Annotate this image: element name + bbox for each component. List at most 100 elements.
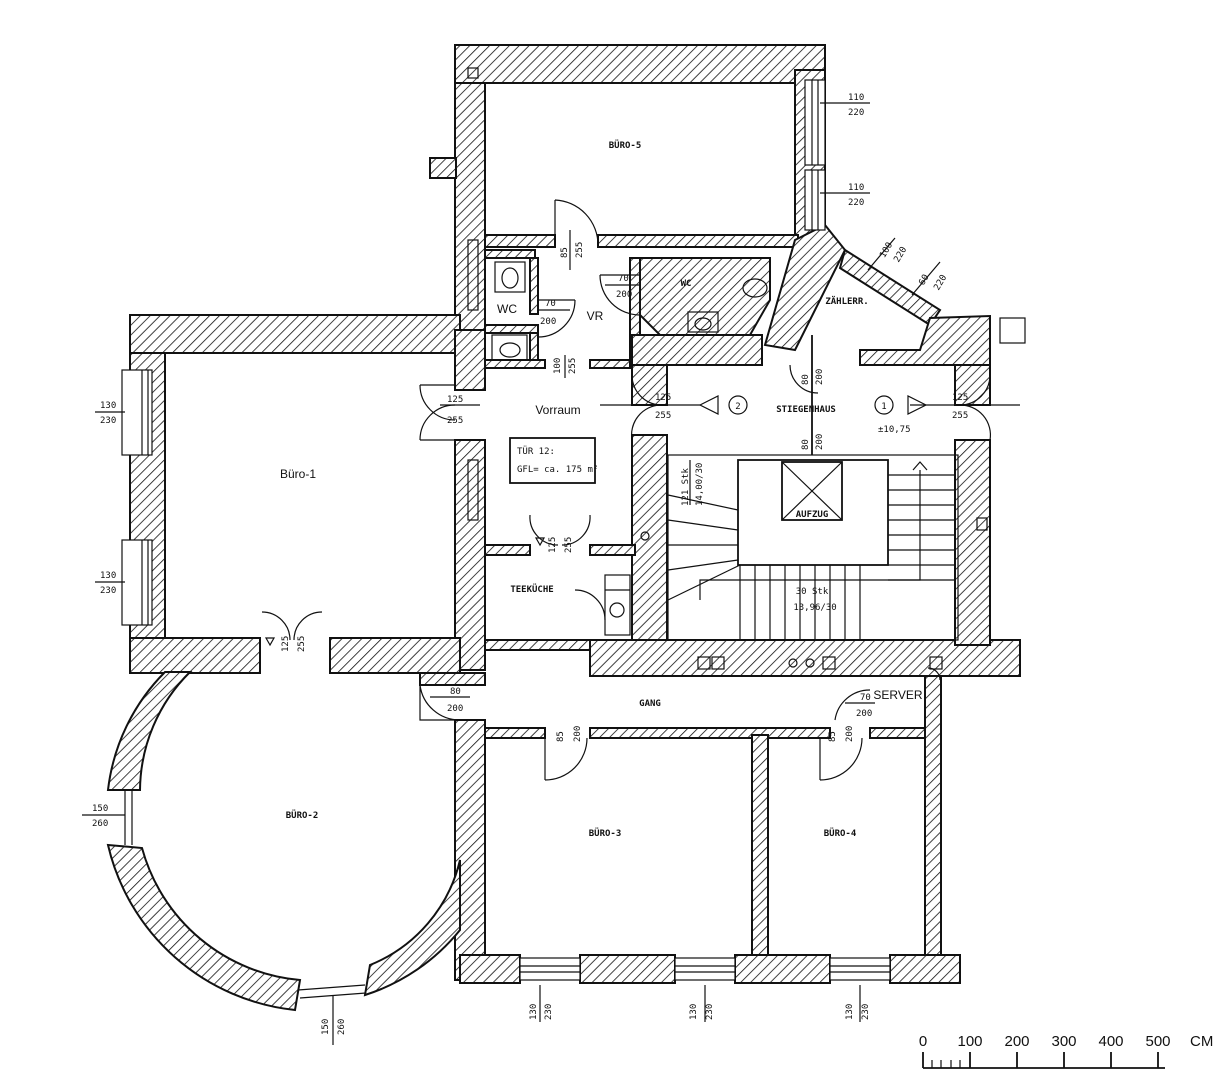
dim-d-b2-bot: 255	[297, 636, 307, 652]
scale-tick-500: 500	[1145, 1033, 1170, 1050]
dim-d-tk-bot: 255	[564, 537, 574, 553]
dim-w5b-bot: 220	[848, 198, 864, 208]
label-aufzug: AUFZUG	[796, 510, 829, 520]
label-teekueche: TEEKÜCHE	[510, 584, 553, 595]
dim-w3b-bot: 230	[705, 1004, 715, 1020]
dim-w2b-bot: 260	[337, 1019, 347, 1035]
wall-buero5-bottom-a	[484, 234, 556, 248]
dim-wz2-bot: 220	[933, 273, 950, 292]
wall-buero2-arc-c	[363, 859, 461, 997]
fixtures	[467, 67, 1026, 670]
label-vr: VR	[587, 309, 604, 323]
dim-w2-top: 150	[92, 804, 108, 814]
windows	[121, 79, 891, 999]
scale-tick-0: 0	[919, 1033, 927, 1050]
wall-vorraum-top	[484, 359, 546, 369]
unit-line1: TÜR 12:	[517, 446, 555, 457]
label-buero1: Büro-1	[280, 467, 316, 481]
dim-w5b-top: 110	[848, 183, 864, 193]
wall-zaehler-right	[859, 314, 991, 366]
dim-d-b1-bot: 255	[447, 416, 463, 426]
dim-d-b1-top: 125	[447, 395, 463, 405]
section-markers	[264, 395, 1020, 647]
dim-d-wcl-bot: 200	[540, 317, 556, 327]
dim-d-gang-bot: 200	[447, 704, 463, 714]
dim-d-sl-top: 125	[655, 393, 671, 403]
label-server: SERVER	[873, 688, 922, 702]
unit-info: TÜR 12: GFL= ca. 175 m²	[517, 446, 598, 475]
label-buero4: BÜRO-4	[824, 828, 857, 839]
unit-line2: GFL= ca. 175 m²	[517, 465, 598, 475]
wall-buero2-arc-a	[106, 671, 193, 791]
wall-buero4-right	[924, 675, 942, 977]
wall-bottom-a	[459, 954, 521, 984]
wall-buero1-right-b	[454, 439, 486, 671]
stair-marker-1: 1	[881, 402, 886, 412]
dim-w1b-top: 130	[100, 571, 116, 581]
dim-d-sl-bot: 255	[655, 411, 671, 421]
dim-d-auf-bot: 200	[815, 434, 825, 450]
stair-marker-2: 2	[735, 402, 740, 412]
scale-unit: CM	[1190, 1033, 1213, 1050]
dim-d-sr-top: 125	[952, 393, 968, 403]
dim-w2-bot: 260	[92, 819, 108, 829]
wall-buero5-left	[454, 44, 486, 331]
staircase	[667, 335, 959, 641]
dim-d-st-bot: 14,00/30	[695, 463, 705, 506]
wall-bottom-c	[734, 954, 831, 984]
markers: 2 1 ±10,75 30 Stk 13,96/30	[735, 402, 910, 613]
wall-buero5-bottom-b	[597, 234, 799, 248]
dim-d-st-top: 121 Stk	[681, 467, 691, 506]
label-zaehlerr: ZÄHLERR.	[825, 296, 868, 307]
dim-d-wcr-bot: 200	[616, 290, 632, 300]
stairs-size: 13,96/30	[793, 603, 836, 613]
scale-bar: 0 100 200 300 400 500 CM	[919, 1033, 1213, 1069]
label-stiegenhaus: STIEGENHAUS	[776, 405, 836, 415]
dim-d-z-top: 80	[801, 374, 811, 385]
wall-bottom-d	[889, 954, 961, 984]
dim-d-tk-top: 125	[548, 537, 558, 553]
dim-d-vr-top: 85	[560, 247, 570, 258]
wall-buero1-bottom-a	[129, 637, 261, 674]
walls	[106, 44, 1021, 1012]
dim-d-vor-top: 100	[553, 358, 563, 374]
dim-d-wcr-top: 70	[618, 274, 629, 284]
dim-d-b3-bot: 200	[573, 726, 583, 742]
stairs-count: 30 Stk	[796, 587, 829, 597]
wall-teekueche-top-b	[589, 544, 636, 556]
wall-gang-bottom-b	[589, 727, 831, 739]
wall-wc-sep	[484, 324, 539, 334]
dim-wz2-top: 60	[918, 273, 932, 287]
wall-bottom-b	[579, 954, 676, 984]
wall-teekueche-top	[484, 544, 531, 556]
dim-d-b4-top: 85	[828, 731, 838, 742]
level-marker: ±10,75	[878, 425, 911, 435]
dim-d-wcl-top: 70	[545, 299, 556, 309]
dim-d-b2-top: 125	[281, 636, 291, 652]
scale-tick-200: 200	[1004, 1033, 1029, 1050]
wall-stairs-right-top	[954, 364, 991, 406]
wall-gang-bottom-a	[484, 727, 546, 739]
dim-w4-top: 130	[845, 1004, 855, 1020]
wall-gang-bottom-c	[869, 727, 931, 739]
dim-w1b-bot: 230	[100, 586, 116, 596]
room-labels: BÜRO-5 Büro-1 BÜRO-2 BÜRO-3 BÜRO-4 WC WC…	[280, 140, 923, 839]
dim-d-vr-bot: 255	[575, 242, 585, 258]
wall-gang-left	[419, 672, 486, 686]
label-gang: GANG	[639, 699, 661, 709]
dim-wz1-top: 100	[878, 241, 895, 260]
label-wc-left: WC	[497, 302, 517, 316]
dim-d-srv-top: 70	[860, 693, 871, 703]
dim-d-vor-bot: 255	[568, 358, 578, 374]
wall-buero2-arc-b	[106, 843, 302, 1012]
wall-wc-mid	[529, 257, 539, 315]
wall-buero3-left	[454, 719, 486, 981]
wall-stairs-right	[954, 439, 991, 646]
dim-w1a-top: 130	[100, 401, 116, 411]
dim-w1a-bot: 230	[100, 416, 116, 426]
dim-w4-bot: 230	[861, 1004, 871, 1020]
dim-d-z-bot: 200	[815, 369, 825, 385]
wall-stairs-top	[631, 334, 763, 366]
dim-d-sr-bot: 255	[952, 411, 968, 421]
wall-wc-top	[484, 249, 536, 259]
